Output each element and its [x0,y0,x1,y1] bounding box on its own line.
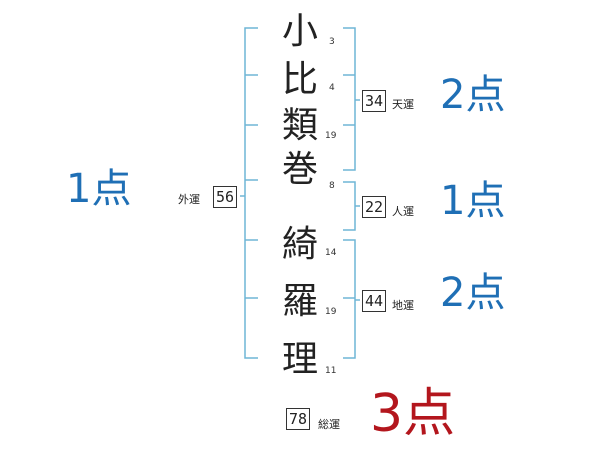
surname-char-3: 類 [281,105,318,146]
tenkaku-score: 2点 [440,72,506,118]
jinkaku-score: 1点 [440,178,506,224]
given-stroke-2: 19 [325,307,337,317]
surname-char-1: 小 [281,11,318,52]
jinkaku-value: 22 [362,196,386,218]
given-stroke-3: 11 [325,366,337,376]
outer-bracket [244,27,258,359]
tenkaku-label: 天運 [392,98,414,111]
soukaku-value: 78 [286,408,310,430]
surname-stroke-2: 4 [329,83,335,93]
given-stroke-1: 14 [325,248,337,258]
gaikaku-score: 1点 [66,166,132,212]
tenkaku-value: 34 [362,90,386,112]
surname-char-2: 比 [281,59,318,100]
jinkaku-label: 人運 [392,205,414,218]
soukaku-score: 3点 [370,384,456,444]
chikaku-score: 2点 [440,270,506,316]
surname-stroke-4: 8 [329,181,335,191]
gaikaku-value: 56 [213,186,237,208]
chikaku-bracket [343,239,356,359]
gaikaku-label: 外運 [178,193,200,206]
soukaku-label: 総運 [318,418,340,431]
given-char-1: 綺 [281,224,318,265]
tenkaku-bracket [343,27,356,171]
jinkaku-bracket [343,181,356,231]
given-char-2: 羅 [281,281,318,322]
chikaku-value: 44 [362,290,386,312]
surname-stroke-3: 19 [325,131,337,141]
surname-stroke-1: 3 [329,37,335,47]
given-char-3: 理 [281,339,318,380]
chikaku-label: 地運 [392,299,414,312]
surname-char-4: 巻 [281,149,318,190]
